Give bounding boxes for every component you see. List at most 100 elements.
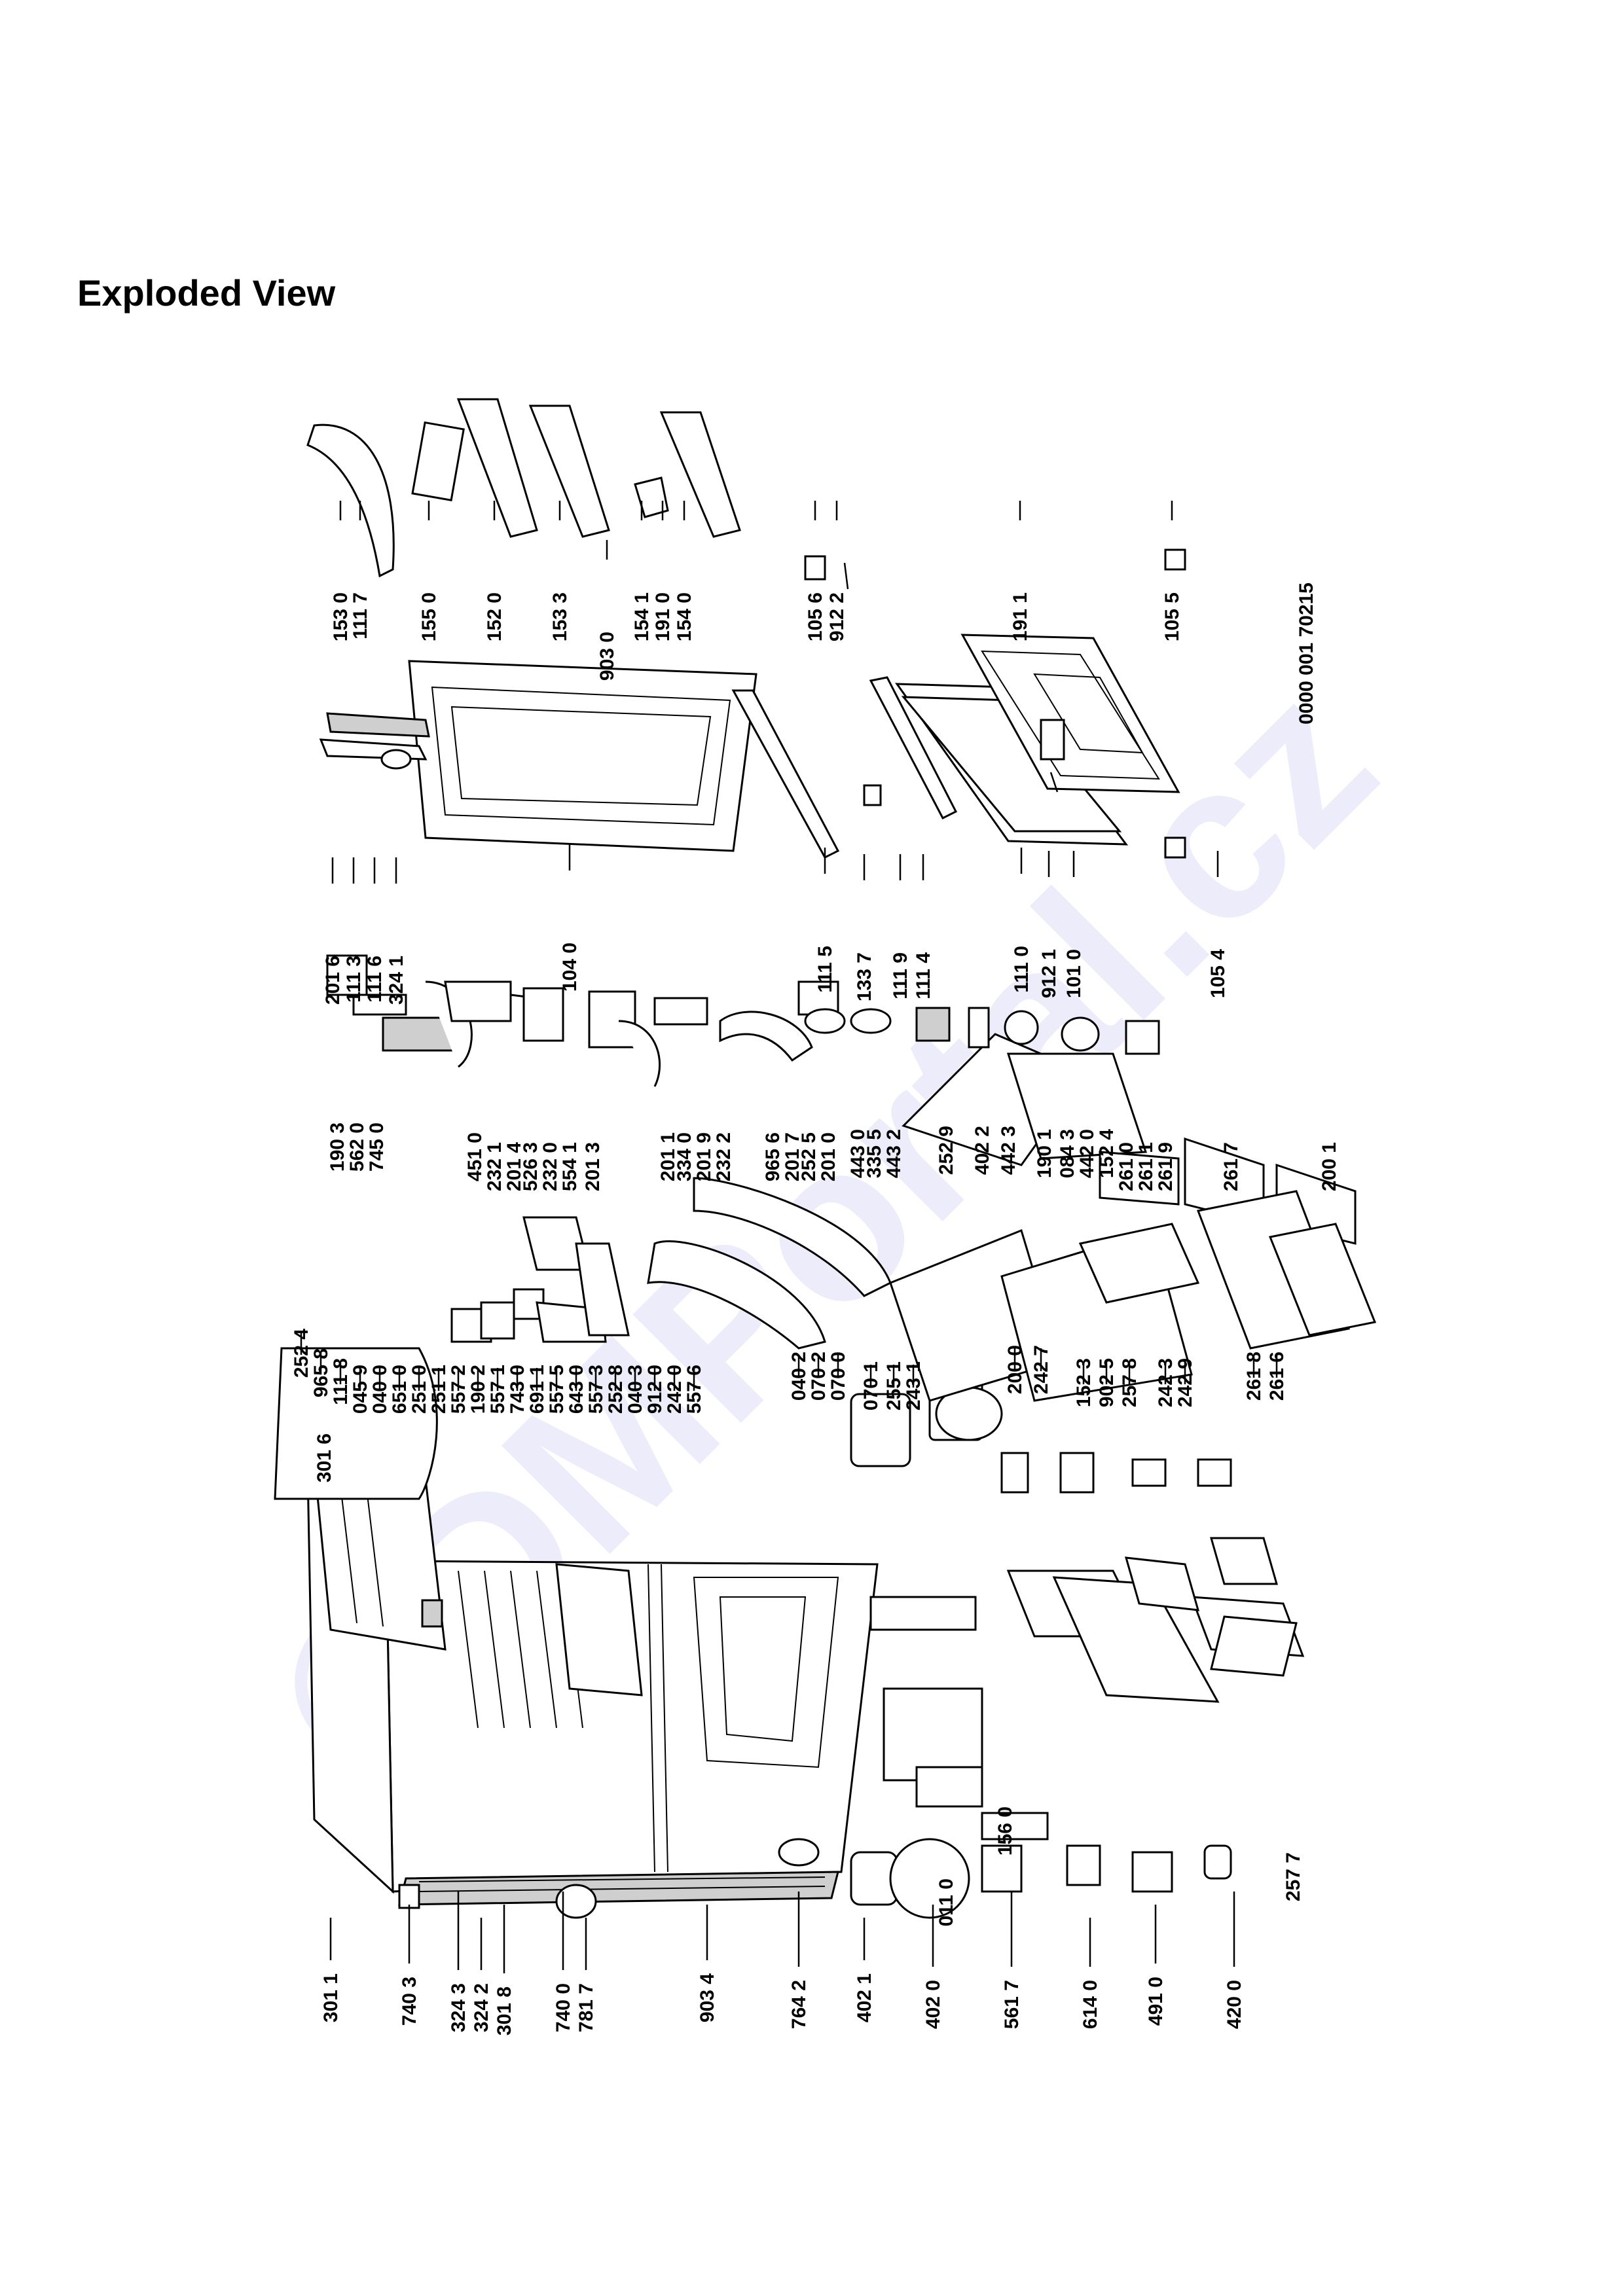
label-070-1: 070 1 [860,1361,882,1410]
label-324-1: 324 1 [386,956,407,1005]
label-442-0: 442 0 [1076,1129,1098,1178]
shelves [889,1190,1377,1402]
label-133-7: 133 7 [854,952,875,1001]
label-243-1: 243 1 [903,1361,924,1410]
label-261-0: 261 0 [1116,1142,1137,1191]
label-242-9: 242 9 [1175,1358,1196,1407]
label-232-2: 232 2 [713,1132,735,1181]
label-557-5: 557 5 [546,1365,568,1414]
label-903-0: 903 0 [596,632,618,681]
label-912-1: 912 1 [1038,949,1060,998]
label-201-3: 201 3 [582,1142,604,1191]
label-902-5: 902 5 [1096,1358,1118,1407]
label-242-3: 242 3 [1155,1358,1176,1407]
label-200-0: 200 0 [1004,1345,1026,1394]
label-111-6: 111 6 [364,956,386,1003]
label-261-1: 261 1 [1135,1142,1157,1191]
label-252-4: 252 4 [291,1329,312,1378]
label-743-0: 743 0 [507,1365,528,1414]
label-201-4: 201 4 [503,1142,525,1191]
label-040-3: 040 3 [625,1365,646,1414]
label-105-4: 105 4 [1207,949,1229,998]
label-301-8: 301 8 [494,1986,515,2036]
label-261-9: 261 9 [1155,1142,1176,1191]
label-201-9: 201 9 [693,1132,715,1181]
drawing-number: 0000 001 70215 [1296,583,1317,725]
label-111-3: 111 3 [343,956,365,1003]
door-shelves [306,398,741,578]
label-614-0: 614 0 [1080,1980,1101,2029]
label-903-4: 903 4 [697,1973,718,2022]
label-242-0: 242 0 [664,1365,685,1414]
label-153-3: 153 3 [549,592,571,641]
label-040-0: 040 0 [369,1365,391,1414]
label-105-6: 105 6 [805,592,826,641]
door-badge [380,749,412,770]
label-965-6: 965 6 [762,1132,784,1181]
label-740-0: 740 0 [553,1983,574,2032]
label-781-7: 781 7 [575,1983,597,2032]
label-201-1: 201 1 [657,1132,679,1181]
label-191-1: 191 1 [1010,592,1031,641]
label-301-6: 301 6 [314,1433,335,1482]
hinge-parts [804,548,1186,859]
label-334-0: 334 0 [674,1132,695,1181]
label-152-0: 152 0 [484,592,505,641]
label-084-3: 084 3 [1057,1129,1078,1178]
label-335-5: 335 5 [864,1129,885,1178]
label-691-1: 691 1 [526,1365,548,1414]
door-bar-111-5 [731,689,840,859]
label-557-2: 557 2 [448,1365,469,1414]
label-491-0: 491 0 [1145,1977,1167,2026]
label-257-8: 257 8 [1119,1358,1140,1407]
label-011-0: 011 0 [936,1878,957,1926]
label-562-0: 562 0 [346,1122,368,1172]
door-handle-upper [319,712,430,761]
label-154-0: 154 0 [674,592,695,641]
label-451-0: 451 0 [464,1132,486,1181]
label-191-0: 191 0 [652,592,674,641]
label-255-1: 255 1 [883,1361,905,1410]
label-420-0: 420 0 [1224,1980,1245,2029]
label-252-9: 252 9 [936,1126,957,1175]
label-251-0: 251 0 [409,1365,430,1414]
label-324-2: 324 2 [471,1983,492,2032]
lower-door [895,634,1180,846]
label-111-4: 111 4 [913,952,934,999]
label-111-9: 111 9 [890,952,911,999]
label-111-8: 111 8 [330,1358,352,1405]
label-643-0: 643 0 [566,1365,587,1414]
label-154-1: 154 1 [631,592,653,641]
label-252-8: 252 8 [605,1365,627,1414]
label-070-0: 070 0 [828,1352,849,1401]
label-201-0: 201 0 [818,1132,839,1181]
label-912-2: 912 2 [826,592,848,641]
label-111-0: 111 0 [1011,946,1032,993]
leader-lines [300,501,1278,1973]
label-912-0: 912 0 [644,1365,666,1414]
label-301-1: 301 1 [320,1973,342,2022]
label-105-5: 105 5 [1161,592,1183,641]
label-526-3: 526 3 [520,1142,541,1191]
label-153-0: 153 0 [330,592,352,641]
label-190-2: 190 2 [467,1365,489,1414]
label-965-8: 965 8 [310,1348,332,1397]
evaporator-parts [274,1033,1357,1500]
label-190-3: 190 3 [327,1122,348,1172]
label-557-1: 557 1 [487,1365,509,1414]
label-200-1: 200 1 [1319,1142,1340,1191]
label-242-7: 242 7 [1030,1345,1052,1394]
label-201-7: 201 7 [782,1132,803,1181]
label-764-2: 764 2 [788,1980,810,2029]
label-104-0: 104 0 [559,942,581,992]
label-324-3: 324 3 [448,1983,469,2032]
control-parts [326,954,1160,1087]
label-040-2: 040 2 [788,1352,810,1401]
label-402-2: 402 2 [972,1126,993,1175]
label-156-0: 156 0 [994,1806,1016,1856]
label-745-0: 745 0 [366,1122,388,1172]
refrigerator-cabinet [306,1462,879,1906]
label-402-1: 402 1 [854,1973,875,2022]
